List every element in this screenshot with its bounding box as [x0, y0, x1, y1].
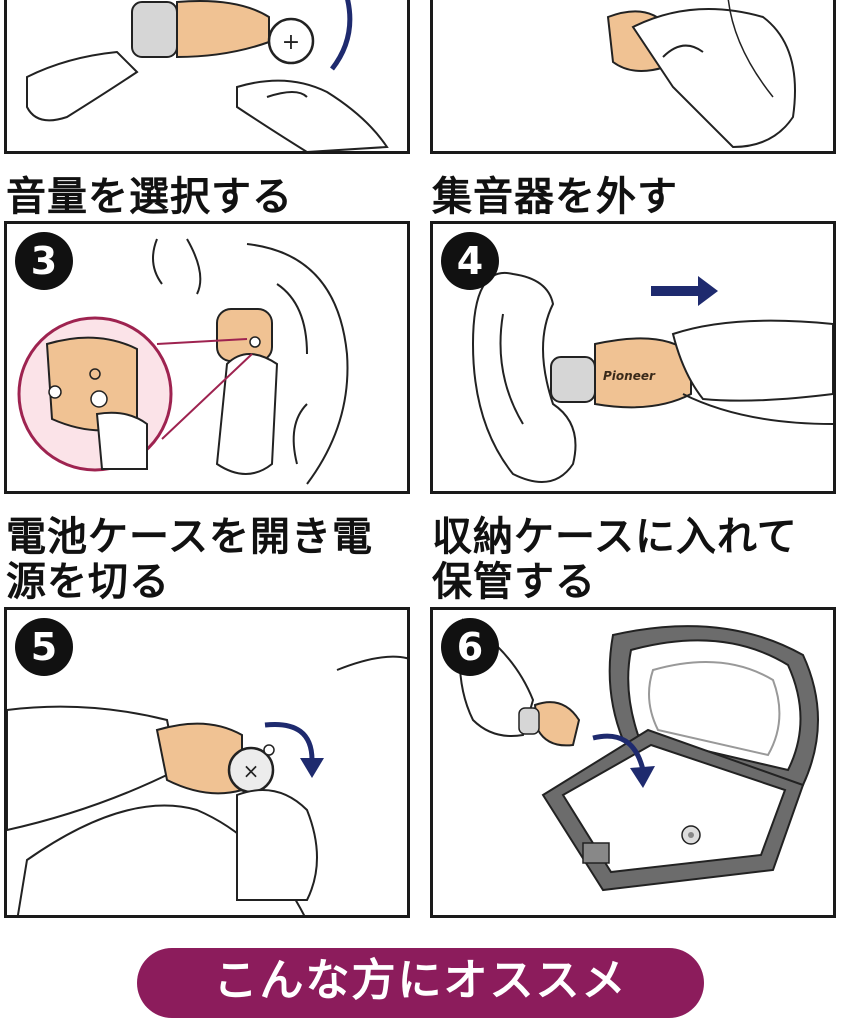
step-panel-5: 5 × — [4, 607, 410, 918]
step-6-number: 6 — [441, 618, 499, 676]
step-6-title-line-1: 収納ケースに入れて — [432, 514, 798, 560]
step-3-number: 3 — [15, 232, 73, 290]
step-panel-2 — [430, 0, 836, 154]
step-panel-3: 3 — [4, 221, 410, 494]
step-6-title-line-2: 保管する — [432, 559, 596, 605]
store-in-case-illustration — [458, 618, 819, 892]
pull-right-arrow-icon — [651, 276, 718, 306]
rotate-arrow-icon — [264, 721, 315, 761]
volume-select-illustration — [17, 238, 349, 485]
open-battery-illustration: × — [7, 655, 407, 915]
insert-device-illustration — [606, 0, 796, 149]
step-panel-6: 6 — [430, 607, 836, 918]
down-arrow-icon — [592, 733, 646, 771]
step-4-title: 集音器を外す — [432, 174, 678, 220]
step-5-title-line-1: 電池ケースを開き電 — [6, 514, 373, 560]
svg-text:+: + — [282, 30, 300, 55]
battery-insert-illustration: + — [26, 0, 389, 151]
step-5-number: 5 — [15, 618, 73, 676]
step-panel-4: 4 Pioneer — [430, 221, 836, 494]
step-3-title: 音量を選択する — [6, 174, 293, 220]
recommended-for-banner: こんな方にオススメ — [137, 948, 704, 1018]
svg-text:×: × — [243, 759, 260, 783]
pioneer-brand-label: Pioneer — [603, 369, 656, 383]
step-5-title-line-2: 源を切る — [6, 559, 170, 605]
step-4-number: 4 — [441, 232, 499, 290]
remove-device-illustration: Pioneer — [471, 271, 833, 483]
step-panel-1: + — [4, 0, 410, 154]
